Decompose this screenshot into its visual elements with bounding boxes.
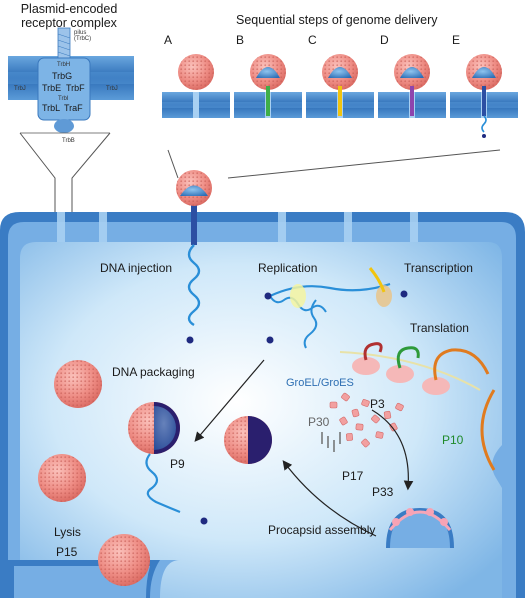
step-panel-c bbox=[306, 54, 374, 118]
zoom-lines bbox=[167, 149, 501, 179]
p3-particle bbox=[329, 401, 338, 409]
receptor-inset bbox=[8, 27, 134, 218]
p3-particle bbox=[361, 438, 370, 448]
pilus-label-line1: pilus bbox=[74, 30, 87, 36]
p3-particle bbox=[341, 392, 350, 402]
label-p15: P15 bbox=[56, 545, 78, 559]
protein-trbb: TrbB bbox=[62, 138, 75, 144]
arrow-to-packaging bbox=[194, 359, 265, 442]
receptor-title-line2: receptor complex bbox=[21, 16, 117, 30]
label-groel-groes: GroEL/GroES bbox=[286, 377, 354, 389]
protein-traf: TraF bbox=[64, 103, 83, 113]
step-panel-b bbox=[234, 54, 302, 118]
rna-polymerase bbox=[376, 285, 392, 307]
step-panel-a bbox=[162, 54, 230, 118]
label-p9: P9 bbox=[170, 457, 185, 471]
label-p33: P33 bbox=[372, 485, 394, 499]
p3-particles bbox=[329, 392, 404, 448]
step-d-label: D bbox=[380, 33, 389, 47]
translation-ribosomes bbox=[339, 342, 496, 471]
p3-particle bbox=[355, 423, 364, 431]
step-c-label: C bbox=[308, 33, 317, 47]
protein-trbf: TrbF bbox=[66, 83, 85, 93]
protein-trbg: TrbG bbox=[52, 71, 73, 81]
label-procapsid-assembly: Procapsid assembly bbox=[268, 523, 376, 537]
protein-trbl: TrbL bbox=[42, 103, 61, 113]
p3-particle bbox=[361, 399, 370, 407]
label-translation: Translation bbox=[410, 321, 469, 335]
label-p3: P3 bbox=[370, 397, 385, 411]
p3-particle bbox=[395, 402, 404, 412]
p3-particle bbox=[351, 408, 360, 418]
p3-particle bbox=[375, 431, 384, 439]
label-transcription: Transcription bbox=[404, 261, 473, 275]
p30-particles bbox=[321, 432, 341, 452]
packaging-procapsid bbox=[128, 402, 208, 525]
trbb-subunit bbox=[54, 119, 74, 133]
steps-panel bbox=[162, 54, 518, 138]
infecting-virion bbox=[176, 170, 212, 344]
p10-membrane-protein bbox=[480, 389, 496, 471]
p3-particle bbox=[383, 410, 392, 420]
replication-complex bbox=[290, 284, 306, 308]
p3-particle bbox=[345, 433, 354, 441]
replication-dna bbox=[264, 267, 408, 349]
receptor-title: Plasmid-encoded receptor complex bbox=[4, 2, 134, 30]
arrow-to-procapsid bbox=[282, 460, 377, 537]
protein-trbe: TrbE bbox=[42, 83, 62, 93]
step-panel-e bbox=[450, 54, 518, 138]
empty-procapsid bbox=[224, 416, 272, 464]
budding-procapsid bbox=[388, 508, 452, 531]
p3-particle bbox=[371, 414, 380, 424]
protein-trbj-right: TrbJ bbox=[106, 86, 118, 92]
p3-particle bbox=[339, 416, 348, 426]
label-p30: P30 bbox=[308, 415, 330, 429]
steps-title: Sequential steps of genome delivery bbox=[236, 13, 438, 27]
injected-dna bbox=[187, 244, 201, 327]
step-b-label: B bbox=[236, 33, 245, 47]
receptor-title-line1: Plasmid-encoded bbox=[20, 2, 118, 16]
step-a-label: A bbox=[164, 33, 173, 47]
step-e-label: E bbox=[452, 33, 461, 47]
label-replication: Replication bbox=[258, 261, 318, 275]
arrows bbox=[194, 359, 414, 537]
label-lysis: Lysis bbox=[54, 525, 81, 539]
label-dna-injection: DNA injection bbox=[100, 261, 173, 275]
pilus-label: pilus (TrbC) bbox=[74, 30, 91, 42]
label-dna-packaging: DNA packaging bbox=[112, 365, 195, 379]
budding-membrane bbox=[386, 507, 454, 549]
pilus-label-line2: (TrbC) bbox=[74, 36, 92, 42]
step-panel-d bbox=[378, 54, 446, 118]
protein-trbh: TrbH bbox=[57, 62, 71, 68]
label-p10: P10 bbox=[442, 433, 464, 447]
label-p17: P17 bbox=[342, 469, 364, 483]
released-virions bbox=[38, 360, 150, 586]
protein-trbi: TrbI bbox=[58, 96, 69, 102]
protein-trbj-left: TrbJ bbox=[14, 86, 26, 92]
arrow-to-assembly bbox=[371, 409, 414, 491]
